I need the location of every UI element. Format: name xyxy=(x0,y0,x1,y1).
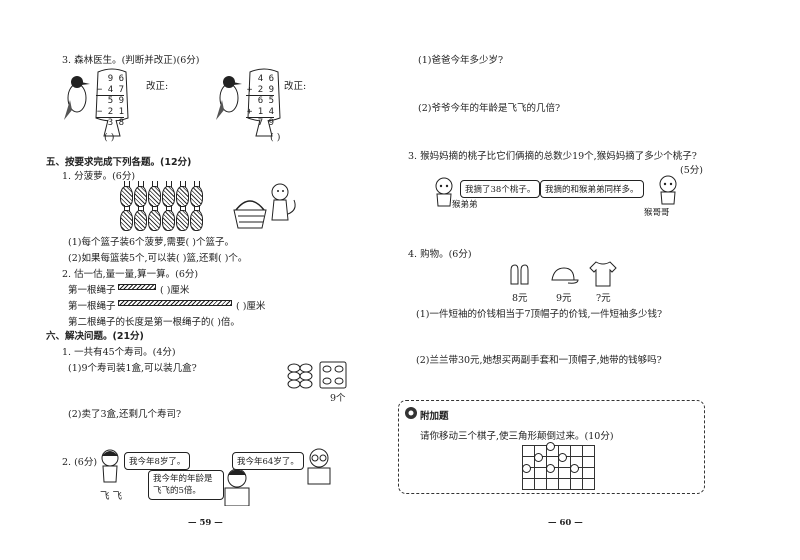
dad-icon xyxy=(224,468,250,506)
q3-score: (5分) xyxy=(680,165,703,176)
calc-line: + 1 4 xyxy=(246,106,274,117)
p1-b: (2)卖了3盒,还剩几个寿司? xyxy=(68,409,182,420)
chess-piece[interactable] xyxy=(534,453,543,462)
monkey-sister-icon xyxy=(659,175,677,205)
rope1 xyxy=(118,284,156,290)
grandpa-icon xyxy=(307,448,331,485)
bubble-sister: 我摘的和猴弟弟同样多。 xyxy=(540,180,644,198)
rope2 xyxy=(118,300,232,306)
section5-title: 五、按要求完成下列各题。(12分) xyxy=(46,157,192,168)
q3-monkey: 3. 猴妈妈摘的桃子比它们俩摘的总数少19个,猴妈妈摘了多少个桃子? xyxy=(408,151,697,162)
boy-feifei-icon xyxy=(101,449,119,483)
sushi-icon xyxy=(287,361,347,389)
rope-question: 第二根绳子的长度是第一根绳子的( )倍。 xyxy=(68,317,240,328)
rope2-unit: ( )厘米 xyxy=(236,301,266,312)
chess-piece[interactable] xyxy=(546,464,555,473)
price-gloves: 8元 xyxy=(512,293,528,304)
section6-title: 六、解决问题。(21分) xyxy=(46,331,144,342)
pineapple-icon xyxy=(148,181,161,207)
name-brother: 猴弟弟 xyxy=(452,200,478,210)
chess-piece[interactable] xyxy=(570,464,579,473)
calc-line: 7 9 xyxy=(246,117,274,129)
pineapple-icon xyxy=(120,205,133,231)
calc-1: 9 6 − 4 7 5 9 − 2 1 3 8 xyxy=(96,74,124,129)
pineapple-icon xyxy=(176,181,189,207)
pineapple-icon xyxy=(162,205,175,231)
bonus-text: 请你移动三个棋子,使三角形颠倒过来。(10分) xyxy=(420,431,614,442)
calc-2: 4 6 + 2 9 6 5 + 1 4 7 9 xyxy=(246,74,274,129)
correct-label: 改正: xyxy=(284,81,307,92)
q4-title: 4. 购物。(6分) xyxy=(408,249,472,260)
bonus-badge-icon xyxy=(405,407,417,419)
r2: (2)爷爷今年的年龄是飞飞的几倍? xyxy=(418,103,561,114)
chess-piece[interactable] xyxy=(558,453,567,462)
calc-line: 4 6 xyxy=(257,74,274,84)
bonus-box xyxy=(398,400,705,494)
page-number-left: — 59 — xyxy=(188,518,223,528)
woodpecker-icon xyxy=(64,76,90,120)
monkey-brother-icon xyxy=(435,177,453,207)
rope2-label: 第一根绳子 xyxy=(68,301,116,312)
bubble-brother: 我摘了38个桃子。 xyxy=(460,180,541,198)
bubble-feifei: 我今年8岁了。 xyxy=(124,452,191,470)
calc-line: 9 6 xyxy=(107,74,124,84)
calc-line: 6 5 xyxy=(246,95,274,107)
p1-title: 1. 一共有45个寿司。(4分) xyxy=(62,347,176,358)
rope1-unit: ( )厘米 xyxy=(160,285,190,296)
pineapple-icon xyxy=(134,205,147,231)
gloves-icon xyxy=(510,264,529,285)
q4-b: (2)兰兰带30元,她想买两副手套和一顶帽子,她带的钱够吗? xyxy=(416,355,662,366)
calc-line: − 4 7 xyxy=(96,84,124,95)
calc-line: + 2 9 xyxy=(246,84,274,95)
p2-title: 2. (6分) xyxy=(62,457,98,468)
price-shirt: ?元 xyxy=(596,293,611,304)
judge-paren[interactable]: ( ) xyxy=(104,132,115,143)
q2-title: 2. 估一估,量一量,算一算。(6分) xyxy=(62,269,199,280)
pineapple-icon xyxy=(162,181,175,207)
correct-label: 改正: xyxy=(146,81,169,92)
q1-b: (2)如果每篮装5个,可以装( )篮,还剩( )个。 xyxy=(68,253,248,264)
chess-piece[interactable] xyxy=(522,464,531,473)
pineapple-icon xyxy=(148,205,161,231)
monkey-basket-icon xyxy=(233,183,296,229)
cap-icon xyxy=(551,267,579,284)
bubble-grandpa: 我今年64岁了。 xyxy=(232,452,304,470)
q4-a: (1)一件短袖的价钱相当于7顶帽子的价钱,一件短袖多少钱? xyxy=(416,309,663,320)
name-sister: 猴哥哥 xyxy=(644,208,670,218)
chess-piece[interactable] xyxy=(546,442,555,451)
judge-paren[interactable]: ( ) xyxy=(270,132,281,143)
p1-a: (1)9个寿司装1盒,可以装几盒? xyxy=(68,363,197,374)
calc-line: 5 9 xyxy=(96,95,124,107)
rope1-label: 第一根绳子 xyxy=(68,285,116,296)
price-cap: 9元 xyxy=(556,293,572,304)
q1-a: (1)每个篮子装6个菠萝,需要( )个篮子。 xyxy=(68,237,234,248)
q1-title: 1. 分菠萝。(6分) xyxy=(62,171,136,182)
tshirt-icon xyxy=(589,261,617,287)
name-feifei: 飞 飞 xyxy=(100,491,123,502)
page-number-right: — 60 — xyxy=(548,518,583,528)
pineapple-icon xyxy=(176,205,189,231)
calc-line: 3 8 xyxy=(96,117,124,129)
pineapple-icon xyxy=(190,205,203,231)
woodpecker-icon xyxy=(216,76,242,120)
chess-grid xyxy=(522,445,595,490)
q3-title: 3. 森林医生。(判断并改正)(6分) xyxy=(62,55,200,66)
bonus-title: 附加题 xyxy=(420,411,449,422)
r1: (1)爸爸今年多少岁? xyxy=(418,55,504,66)
bubble-dad: 我今年的年龄是飞飞的5倍。 xyxy=(148,470,224,500)
pineapple-icon xyxy=(120,181,133,207)
sushi-label: 9个 xyxy=(330,393,346,404)
calc-line: − 2 1 xyxy=(96,106,124,117)
pineapple-icon xyxy=(134,181,147,207)
pineapple-icon xyxy=(190,181,203,207)
